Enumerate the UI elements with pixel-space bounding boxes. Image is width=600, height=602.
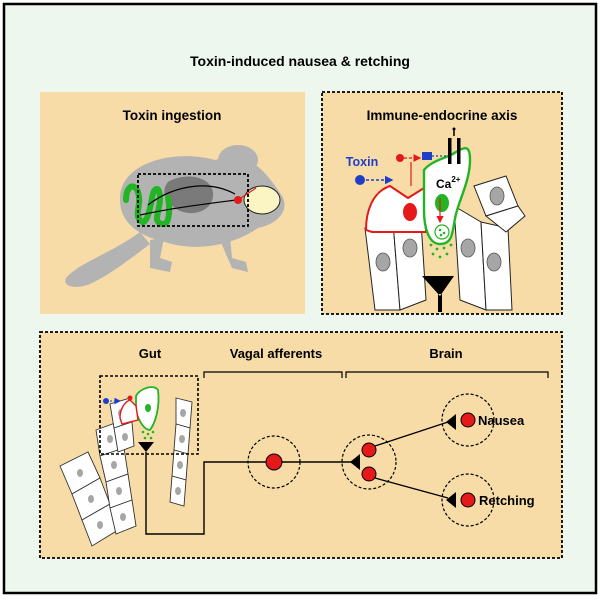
- gut-label: Gut: [139, 346, 162, 361]
- vagal-fiber-b: [139, 199, 237, 216]
- retching-label: Retching: [479, 493, 535, 508]
- brain-bracket: [345, 371, 549, 378]
- retching-neuron: [460, 492, 476, 508]
- brainstem-halo: [341, 434, 397, 490]
- gut-vagal-terminal: [138, 442, 154, 452]
- gut-zoom-box: [137, 173, 249, 227]
- retching-synapse: [446, 492, 456, 508]
- vagal-neuron: [265, 453, 283, 471]
- serotonin-vesicle: [434, 224, 450, 240]
- nausea-label: Nausea: [478, 413, 525, 428]
- vagal-synapse: [350, 454, 360, 470]
- projection-to-retching: [374, 477, 449, 499]
- ec-cell-nucleus: [435, 194, 449, 212]
- enterochromaffin-cell: [422, 147, 472, 246]
- panel-immune-endocrine-title: Immune-endocrine axis: [367, 108, 518, 123]
- brainstem-neuron-upper: [361, 442, 377, 458]
- calcium-label: Ca2+: [436, 175, 461, 191]
- toxin-dot: [355, 175, 365, 185]
- toxin-label: Toxin: [346, 155, 378, 169]
- calcium-channel: [448, 127, 461, 164]
- gut-villi-nuclei: [77, 409, 186, 529]
- gut-toxin-dot: [103, 398, 109, 404]
- mouse-brain: [243, 185, 281, 215]
- panel-toxin-ingestion: Toxin ingestion: [40, 92, 305, 314]
- vagal-fiber-a: [147, 185, 236, 206]
- panel-immune-endocrine: Immune-endocrine axis: [321, 91, 563, 315]
- figure-title: Toxin-induced nausea & retching: [190, 53, 410, 69]
- vagal-afferents-label: Vagal afferents: [230, 346, 323, 361]
- nausea-synapse: [446, 414, 456, 430]
- vagal-nerve-path: [145, 452, 354, 535]
- gut-ec-nucleus: [145, 404, 151, 412]
- vagal-terminal: [422, 276, 454, 312]
- serotonin-granules: [429, 228, 453, 259]
- nausea-neuron: [460, 412, 476, 428]
- nausea-halo: [441, 393, 495, 447]
- immune-signal-dot: [396, 154, 404, 162]
- gut-zoom-box: [99, 375, 199, 455]
- vagal-afferents-bracket: [203, 371, 343, 378]
- cell-nuclei: [375, 186, 505, 272]
- panel-pathway: Gut Vagal afferents Brain: [39, 331, 563, 559]
- brain-projection: [237, 187, 257, 201]
- gut-immune-signal: [127, 395, 133, 401]
- receptor: [422, 152, 432, 160]
- brainstem-neuron-lower: [361, 466, 377, 482]
- gut-granules: [141, 430, 155, 440]
- immune-cell-nucleus: [403, 203, 417, 221]
- panel-toxin-ingestion-title: Toxin ingestion: [123, 108, 222, 123]
- brain-label: Brain: [429, 346, 462, 361]
- projection-to-nausea: [374, 421, 449, 447]
- vagal-ganglion-halo: [247, 435, 301, 489]
- gut-immune-cell: [119, 399, 139, 425]
- retching-halo: [441, 473, 495, 527]
